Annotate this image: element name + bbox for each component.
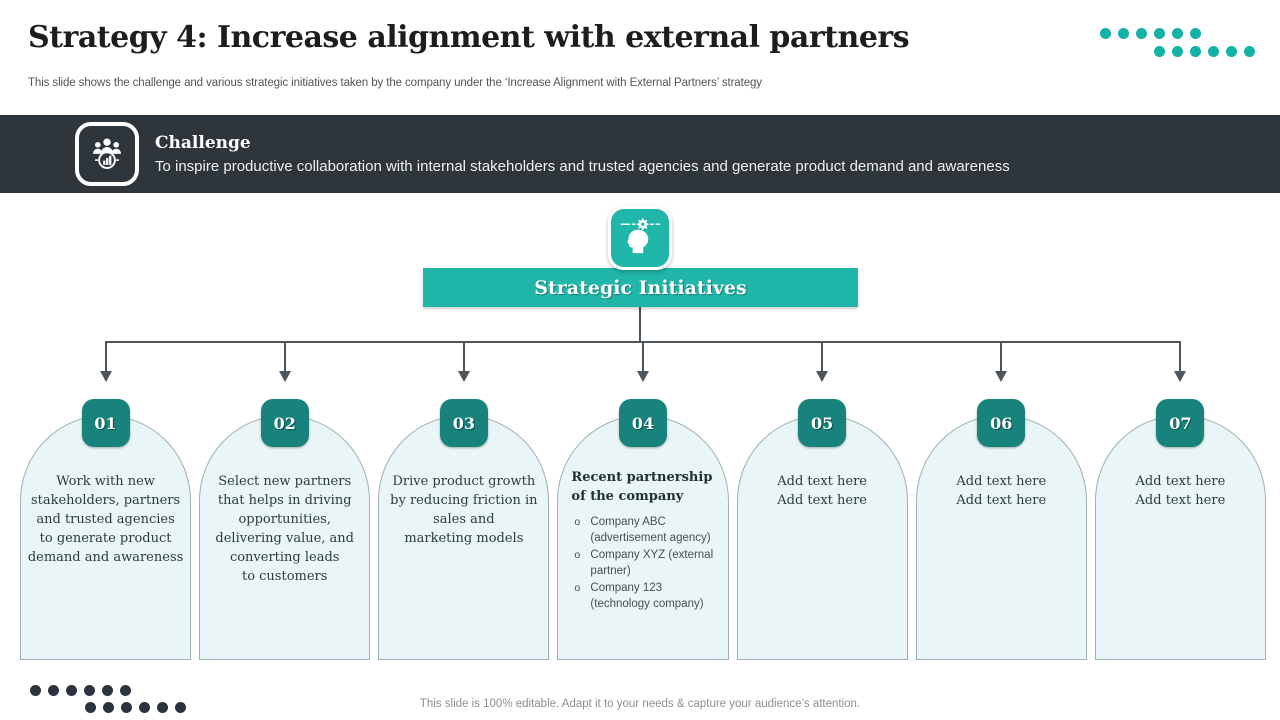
dot bbox=[1136, 28, 1147, 39]
decor-dots-bottom-left-row1 bbox=[30, 685, 131, 696]
dot bbox=[1244, 46, 1255, 57]
card-number-badge: 07 bbox=[1156, 399, 1205, 447]
card-body: Work with new stakeholders, partners and… bbox=[20, 415, 192, 660]
card-text: Select new partners that helps in drivin… bbox=[215, 474, 355, 584]
decor-dots-bottom-left-row2 bbox=[85, 702, 186, 713]
card-body: Add text here Add text here bbox=[736, 415, 908, 660]
challenge-band: Challenge To inspire productive collabor… bbox=[0, 115, 1280, 193]
card-text: Drive product growth by reducing frictio… bbox=[390, 474, 538, 546]
card-body: Add text here Add text here bbox=[915, 415, 1087, 660]
dot bbox=[1190, 28, 1201, 39]
challenge-description: To inspire productive collaboration with… bbox=[155, 158, 1010, 175]
initiative-card: 03 Drive product growth by reducing fric… bbox=[378, 341, 550, 660]
strategic-initiatives-banner: Strategic Initiatives bbox=[423, 268, 858, 307]
card-number-badge: 04 bbox=[618, 399, 667, 447]
dot bbox=[1172, 46, 1183, 57]
dot bbox=[121, 702, 132, 713]
card-number-badge: 03 bbox=[439, 399, 488, 447]
arrow-down-icon bbox=[278, 371, 291, 382]
initiative-card: 04 Recent partnership of the company Com… bbox=[557, 341, 729, 660]
initiative-card: 02 Select new partners that helps in dri… bbox=[199, 341, 371, 660]
bullet-item: Company 123 (technology company) bbox=[571, 581, 721, 612]
dot bbox=[102, 685, 113, 696]
dot bbox=[157, 702, 168, 713]
card-body: Add text here Add text here bbox=[1094, 415, 1266, 660]
arrow-down-icon bbox=[457, 371, 470, 382]
card-text: Add text here Add text here bbox=[956, 474, 1047, 508]
connector-stub-line bbox=[639, 306, 641, 342]
connector-drop-line bbox=[641, 341, 644, 373]
bullet-item: Company ABC (advertisement agency) bbox=[571, 515, 721, 546]
connector-drop-line bbox=[1179, 341, 1182, 373]
card-bullets: Company ABC (advertisement agency)Compan… bbox=[571, 515, 721, 612]
initiative-card: 06 Add text here Add text here bbox=[915, 341, 1087, 660]
card-text: Add text here Add text here bbox=[1135, 474, 1226, 508]
dot bbox=[1226, 46, 1237, 57]
card-heading: Recent partnership of the company bbox=[571, 470, 713, 504]
dot bbox=[1118, 28, 1129, 39]
dot bbox=[103, 702, 114, 713]
strategic-mind-icon bbox=[608, 206, 672, 270]
dot bbox=[1100, 28, 1111, 39]
cards-row: 01 Work with new stakeholders, partners … bbox=[20, 341, 1266, 660]
card-number-badge: 06 bbox=[977, 399, 1026, 447]
card-number-badge: 05 bbox=[798, 399, 847, 447]
dot bbox=[48, 685, 59, 696]
dot bbox=[1154, 46, 1165, 57]
challenge-label: Challenge bbox=[155, 133, 251, 153]
card-number-badge: 01 bbox=[81, 399, 130, 447]
dot bbox=[30, 685, 41, 696]
arrow-down-icon bbox=[1174, 371, 1187, 382]
card-number-badge: 02 bbox=[260, 399, 309, 447]
dot bbox=[66, 685, 77, 696]
arrow-down-icon bbox=[636, 371, 649, 382]
connector-drop-line bbox=[104, 341, 107, 373]
challenge-texts: Challenge To inspire productive collabor… bbox=[155, 124, 1010, 184]
dot bbox=[120, 685, 131, 696]
arrow-down-icon bbox=[995, 371, 1008, 382]
card-text: Add text here Add text here bbox=[777, 474, 867, 508]
page-subtitle: This slide shows the challenge and vario… bbox=[28, 77, 762, 89]
dot bbox=[1172, 28, 1183, 39]
arrow-down-icon bbox=[816, 371, 829, 382]
banner-label: Strategic Initiatives bbox=[534, 276, 747, 299]
arrow-down-icon bbox=[99, 371, 112, 382]
initiative-card: 07 Add text here Add text here bbox=[1094, 341, 1266, 660]
footer-note: This slide is 100% editable. Adapt it to… bbox=[419, 698, 861, 710]
dot bbox=[139, 702, 150, 713]
dot bbox=[175, 702, 186, 713]
card-text: Work with new stakeholders, partners and… bbox=[27, 474, 184, 565]
team-analytics-icon bbox=[75, 122, 139, 186]
initiative-card: 05 Add text here Add text here bbox=[736, 341, 908, 660]
decor-dots-top-right-row1 bbox=[1100, 28, 1201, 39]
initiative-card: 01 Work with new stakeholders, partners … bbox=[20, 341, 192, 660]
card-body: Drive product growth by reducing frictio… bbox=[378, 415, 550, 660]
connector-drop-line bbox=[283, 341, 286, 373]
dot bbox=[1154, 28, 1165, 39]
dot bbox=[84, 685, 95, 696]
dot bbox=[85, 702, 96, 713]
bullet-item: Company XYZ (external partner) bbox=[571, 548, 721, 579]
decor-dots-top-right-row2 bbox=[1154, 46, 1255, 57]
dot bbox=[1208, 46, 1219, 57]
connector-drop-line bbox=[821, 341, 824, 373]
page-title: Strategy 4: Increase alignment with exte… bbox=[28, 20, 910, 55]
dot bbox=[1190, 46, 1201, 57]
connector-drop-line bbox=[462, 341, 465, 373]
card-body: Recent partnership of the company Compan… bbox=[557, 415, 729, 660]
connector-drop-line bbox=[1000, 341, 1003, 373]
card-body: Select new partners that helps in drivin… bbox=[199, 415, 371, 660]
